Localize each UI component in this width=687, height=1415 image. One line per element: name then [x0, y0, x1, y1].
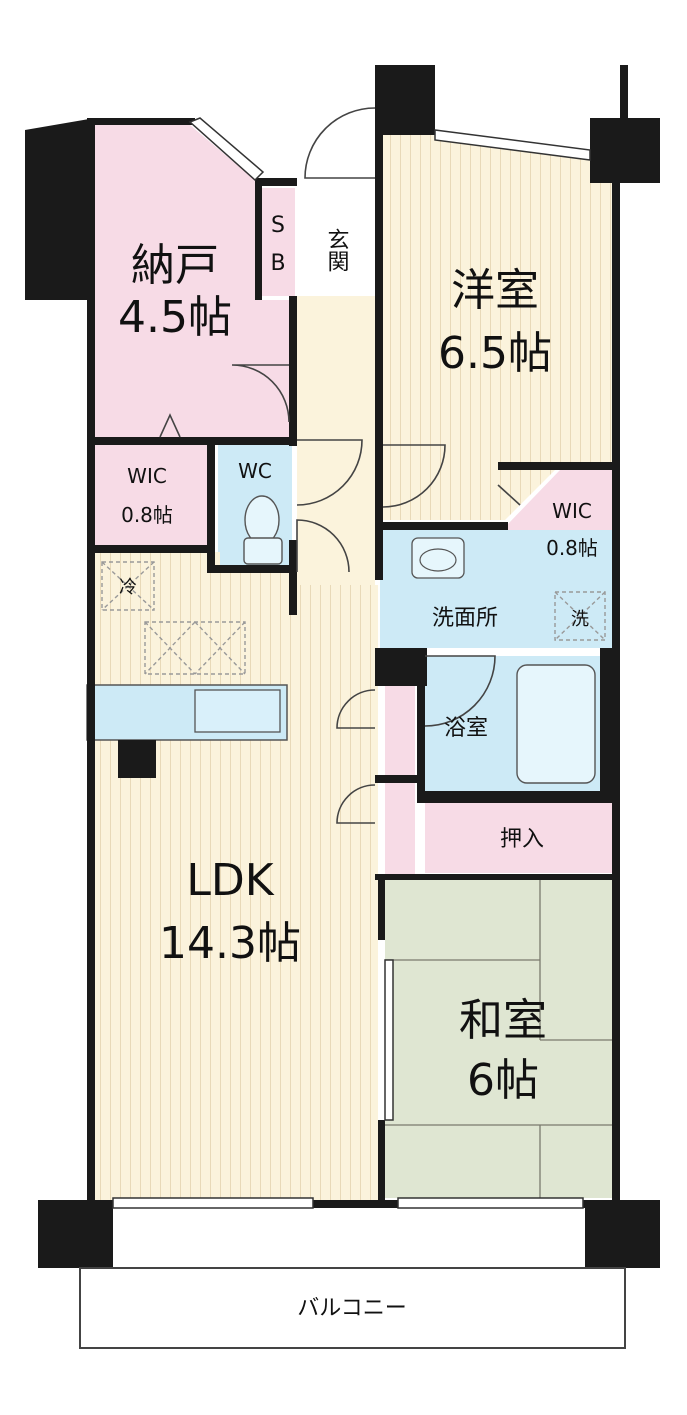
wic-left-name: WIC: [127, 464, 167, 488]
entrance-floor: [297, 188, 375, 296]
closet-floor: [425, 803, 620, 873]
fridge-box: [101, 561, 155, 611]
western-room-size: 6.5帖: [438, 328, 552, 379]
wc-label: WC: [238, 459, 272, 483]
kitchen-pillar: [118, 740, 156, 778]
ldk-size: 14.3帖: [159, 918, 301, 969]
wic-left-floor: [87, 445, 207, 545]
hallway-floor: [297, 296, 375, 586]
bathtub: [516, 664, 596, 784]
storage-strip-upper: [385, 685, 415, 775]
washer-label: 洗: [571, 609, 589, 630]
bath-label: 浴室: [444, 716, 488, 741]
closet-label: 押入: [500, 827, 544, 852]
tatami-lines: [385, 880, 620, 1198]
japanese-room-size: 6帖: [467, 1055, 539, 1106]
sb-label-bottom: B: [270, 251, 285, 276]
windows: [112, 117, 591, 1209]
western-room-floor: [383, 135, 620, 520]
japanese-room-name: 和室: [459, 995, 547, 1046]
japanese-room-floor: [385, 880, 620, 1198]
toilet-icon: [243, 495, 283, 565]
entrance-label: 玄関: [324, 228, 349, 272]
walls: [25, 65, 660, 1268]
wic-right-name: WIC: [552, 499, 592, 523]
washer-box: [554, 591, 606, 641]
storage-strip-lower: [385, 782, 415, 874]
wic-right-size: 0.8帖: [546, 536, 598, 560]
washroom-label: 洗面所: [432, 606, 498, 631]
storage-room-floor: [95, 125, 295, 440]
storage-room-size: 4.5帖: [118, 292, 232, 343]
fridge-label: 冷: [119, 577, 137, 598]
storage-room-name: 納戸: [131, 240, 219, 291]
wic-left-size: 0.8帖: [121, 503, 173, 527]
sb-floor: [262, 188, 295, 296]
sb-label-top: S: [271, 213, 285, 238]
balcony-label: バルコニー: [297, 1296, 407, 1321]
door-swings: [159, 107, 521, 824]
ldk-name: LDK: [186, 855, 274, 906]
kitchen-sink: [194, 689, 281, 733]
western-room-name: 洋室: [451, 265, 539, 316]
